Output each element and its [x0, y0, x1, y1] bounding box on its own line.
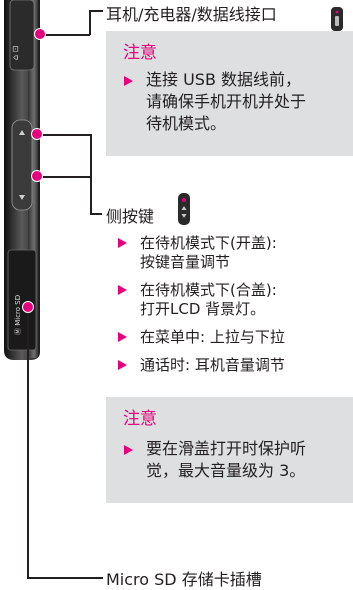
list-item: 在待机模式下(合盖): 打开LCD 背景灯。 [112, 281, 353, 319]
volume-down-marker [31, 170, 43, 182]
sd-slot-marker [22, 301, 34, 313]
bullet-triangle-icon [118, 360, 127, 370]
list-item: 在菜单中: 上拉与下拉 [112, 328, 353, 347]
connector-marker [34, 28, 46, 40]
connector-callout-line-h [89, 10, 103, 12]
bullet-triangle-icon [124, 445, 133, 455]
side-key-icon [178, 193, 190, 225]
side-key-callout-line-v [90, 134, 92, 214]
side-key-callout-line [43, 134, 91, 136]
bullet-triangle-icon [118, 238, 127, 248]
list-item-line: 在菜单中: 上拉与下拉 [140, 328, 285, 346]
connector-callout-line-h2 [40, 34, 90, 36]
list-item: 在待机模式下(开盖): 按键音量调节 [112, 234, 353, 272]
note-line: 要在滑盖打开时保护听 [146, 439, 307, 458]
bullet-triangle-icon [118, 285, 127, 295]
note-line: 连接 USB 数据线前， [146, 70, 302, 89]
side-key-list: 在待机模式下(开盖): 按键音量调节 在待机模式下(合盖): 打开LCD 背景灯… [112, 234, 353, 384]
note-line: 觉，最大音量级为 3。 [146, 461, 306, 480]
note-line: 待机模式。 [146, 114, 227, 133]
list-item-line: 打开LCD 背景灯。 [140, 300, 266, 318]
note-box-2: 注意 要在滑盖打开时保护听 觉，最大音量级为 3。 [106, 397, 353, 503]
sd-callout-line-h [27, 577, 103, 579]
note-title: 注意 [123, 43, 157, 63]
list-item-line: 在待机模式下(合盖): [140, 281, 277, 299]
connector-label: 耳机/充电器/数据线接口 [106, 5, 277, 24]
list-item-line: 在待机模式下(开盖): [140, 234, 277, 252]
note-line: 请确保手机开机并处于 [146, 92, 307, 111]
svg-text:⌂ ⊡: ⌂ ⊡ [11, 46, 20, 60]
svg-text:Ⓜ Micro SD: Ⓜ Micro SD [14, 295, 22, 335]
note-text: 连接 USB 数据线前， 请确保手机开机并处于 待机模式。 [146, 69, 306, 135]
sd-slot-label: Micro SD 存储卡插槽 [106, 570, 262, 589]
list-item-line: 按键音量调节 [140, 253, 231, 271]
bullet-triangle-icon [124, 76, 133, 86]
note-box-1: 注意 连接 USB 数据线前， 请确保手机开机并处于 待机模式。 [106, 31, 353, 156]
sd-callout-line-v [27, 313, 29, 578]
volume-up-marker [31, 128, 43, 140]
connector-callout-line [89, 10, 91, 35]
note-text: 要在滑盖打开时保护听 觉，最大音量级为 3。 [146, 438, 306, 482]
list-item-line: 通话时: 耳机音量调节 [140, 356, 285, 374]
list-item: 通话时: 耳机音量调节 [112, 356, 353, 375]
side-key-label: 侧按键 [106, 207, 155, 226]
side-key-callout-line [43, 176, 91, 178]
bullet-triangle-icon [118, 332, 127, 342]
side-key-callout-line-h [90, 213, 102, 215]
note-title: 注意 [123, 409, 157, 429]
phone-port-icon [331, 7, 343, 31]
